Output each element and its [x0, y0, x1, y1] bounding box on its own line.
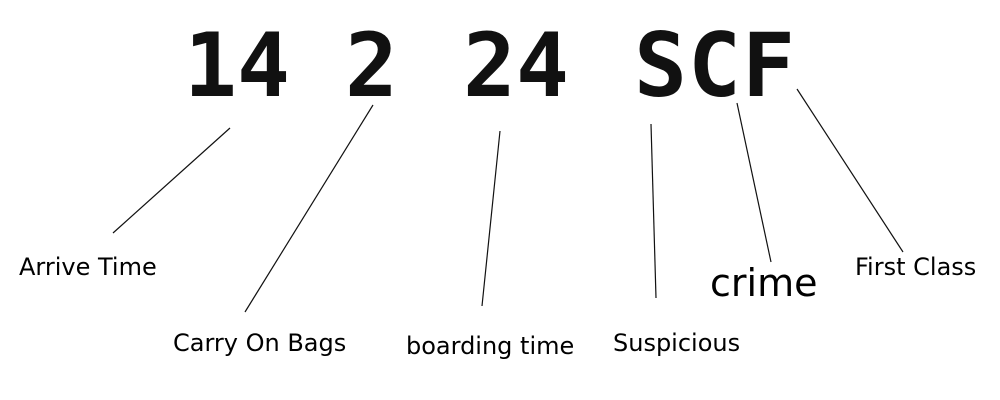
code-boarding-time: 24 [463, 14, 569, 117]
code-suspicious: S [634, 14, 687, 117]
label-boarding-time: boarding time [406, 332, 574, 360]
leader-line-crime [736, 102, 772, 263]
label-first-class: First Class [855, 253, 976, 281]
leader-line-first-class [796, 88, 904, 253]
leader-line-carry-on-bags [244, 104, 374, 313]
code-carry-on-bags: 2 [345, 14, 398, 117]
leader-line-suspicious [650, 123, 657, 299]
code-crime: C [688, 14, 741, 117]
label-arrive-time: Arrive Time [19, 253, 157, 281]
leader-line-boarding-time [481, 130, 501, 307]
label-suspicious: Suspicious [613, 329, 740, 357]
code-arrive-time: 14 [184, 14, 290, 117]
label-crime: crime [710, 261, 817, 305]
leader-line-arrive-time [112, 127, 231, 234]
code-first-class: F [742, 14, 795, 117]
label-carry-on-bags: Carry On Bags [173, 329, 346, 357]
